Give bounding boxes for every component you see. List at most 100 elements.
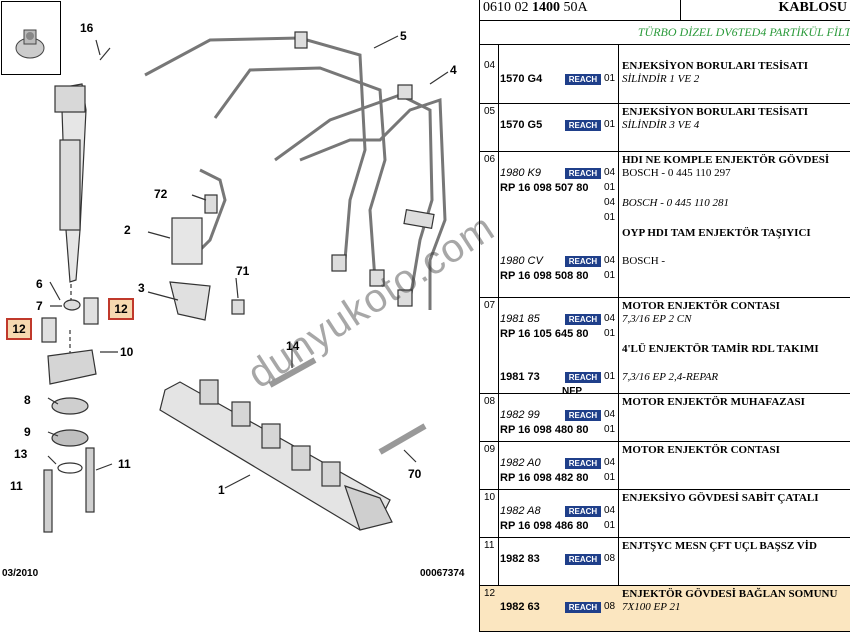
part-code[interactable]: RP 16 098 482 80 — [500, 472, 589, 484]
part-code[interactable]: 1982 99 — [500, 409, 540, 421]
callout-11-left: 11 — [10, 479, 23, 493]
part-code[interactable]: 1981 85 — [500, 313, 540, 325]
callout-70: 70 — [408, 467, 422, 481]
inset-part-71 — [1, 1, 61, 75]
quantity: 01 — [604, 73, 616, 84]
part-code[interactable]: 1982 A8 — [500, 505, 541, 517]
part-code[interactable]: RP 16 098 508 80 — [500, 270, 589, 282]
part-code[interactable]: 1570 G5 — [500, 119, 543, 131]
diagram-code: 00067374 — [420, 568, 465, 579]
part-code[interactable]: RP 16 105 645 80 — [500, 328, 589, 340]
table-row: 05 ENJEKSİYON BORULARI TESİSATI 1570 G5 REA… — [480, 104, 850, 152]
row-number: 09 — [484, 444, 496, 455]
row-number: 10 — [484, 492, 496, 503]
part-description: 7,3/16 EP 2,4-REPAR — [622, 371, 719, 383]
part-description: 7X100 EP 21 — [622, 601, 681, 613]
part-description: BOSCH - 0 445 110 281 — [622, 197, 730, 209]
part-title: 4'LÜ ENJEKTÖR TAMİR RDL TAKIMI — [622, 343, 819, 355]
reach-badge: REACH — [565, 256, 601, 267]
part-title: ENJEKTÖR GÖVDESİ BAĞLAN SOMUNU — [622, 588, 838, 600]
nfp-label: NFP — [562, 386, 582, 397]
part-code[interactable]: 1982 A0 — [500, 457, 541, 469]
reach-badge: REACH — [565, 506, 601, 517]
part-code[interactable]: 1982 63 — [500, 601, 540, 613]
reach-badge: REACH — [565, 602, 601, 613]
quantity: 01 — [604, 520, 616, 531]
callout-1: 1 — [218, 483, 225, 497]
part-code[interactable]: 1570 G4 — [500, 73, 543, 85]
quantity: 01 — [604, 119, 616, 130]
part-code[interactable]: RP 16 098 507 80 — [500, 182, 589, 194]
callout-4: 4 — [450, 63, 457, 77]
callout-5: 5 — [400, 29, 407, 43]
row-number: 07 — [484, 300, 496, 311]
part-code[interactable]: RP 16 098 486 80 — [500, 520, 589, 532]
table-header: 0610 02 1400 50A KABLOSU — [480, 0, 850, 21]
reach-badge: REACH — [565, 120, 601, 131]
callout-8: 8 — [24, 393, 31, 407]
part-title: ENJTŞYC MESN ÇFT UÇL BAŞSZ VİD — [622, 540, 817, 552]
quantity: 04 — [604, 409, 616, 420]
callout-72: 72 — [154, 187, 168, 201]
quantity: 01 — [604, 371, 616, 382]
quantity: 01 — [604, 472, 616, 483]
part-title: MOTOR ENJEKTÖR CONTASI — [622, 444, 780, 456]
part-title: MOTOR ENJEKTÖR CONTASI — [622, 300, 780, 312]
diagram-date: 03/2010 — [2, 568, 39, 579]
part-code[interactable]: 1980 K9 — [500, 167, 541, 179]
subtitle: TÜRBO DİZEL DV6TED4 PARTİKÜL FİLT — [480, 20, 850, 45]
quantity: 04 — [604, 167, 616, 178]
row-number: 11 — [484, 540, 495, 551]
row-number: 04 — [484, 60, 496, 71]
part-code[interactable]: RP 16 098 480 80 — [500, 424, 589, 436]
parts-diagram: 71 16 5 4 72 2 3 71 6 7 10 14 8 9 13 11 … — [10, 5, 457, 533]
quantity: 01 — [604, 270, 616, 281]
part-description: BOSCH - — [622, 255, 666, 267]
part-title: ENJEKSİYON BORULARI TESİSATI — [622, 106, 809, 118]
row-number: 12 — [484, 588, 496, 599]
row-number: 05 — [484, 106, 496, 117]
reach-badge: REACH — [565, 372, 601, 383]
reference-number: 0610 02 1400 50A — [483, 0, 588, 15]
quantity: 01 — [604, 424, 616, 435]
part-title: ENJEKSİYO GÖVDESİ SABİT ÇATALI — [622, 492, 819, 504]
quantity: 01 — [604, 182, 616, 193]
reach-badge: REACH — [565, 168, 601, 179]
quantity: 04 — [604, 313, 616, 324]
part-description: SİLİNDİR 3 VE 4 — [622, 119, 700, 131]
reach-badge: REACH — [565, 314, 601, 325]
part-title: OYP HDI TAM ENJEKTÖR TAŞIYICI — [622, 227, 811, 239]
quantity: 08 — [604, 601, 616, 612]
header-title: KABLOSU — [680, 0, 850, 20]
part-code[interactable]: 1982 83 — [500, 553, 540, 565]
quantity: 01 — [604, 212, 616, 223]
quantity: 04 — [604, 457, 616, 468]
quantity: 04 — [604, 197, 616, 208]
table-row: 12 ENJEKTÖR GÖVDESİ BAĞLAN SOMUNU 1982 63 R… — [480, 586, 850, 632]
callout-16: 16 — [80, 21, 94, 35]
table-row: 10 ENJEKSİYO GÖVDESİ SABİT ÇATALI 1982 A8 R… — [480, 490, 850, 538]
quantity: 04 — [604, 505, 616, 516]
callout-6: 6 — [36, 277, 43, 291]
table-row: 06 HDI NE KOMPLE ENJEKTÖR GÖVDESİ 1980 K9 R… — [480, 152, 850, 298]
reach-badge: REACH — [565, 74, 601, 85]
quantity: 08 — [604, 553, 616, 564]
part-code[interactable]: 1981 73 — [500, 371, 540, 383]
row-number: 06 — [484, 154, 496, 165]
part-title: MOTOR ENJEKTÖR MUHAFAZASI — [622, 396, 805, 408]
callout-9: 9 — [24, 425, 31, 439]
part-title: HDI NE KOMPLE ENJEKTÖR GÖVDESİ — [622, 154, 830, 166]
callout-3: 3 — [138, 281, 145, 295]
part-description: SİLİNDİR 1 VE 2 — [622, 73, 700, 85]
callout-13: 13 — [14, 447, 28, 461]
callout-71: 71 — [236, 264, 250, 278]
callout-12-highlight-right[interactable]: 12 — [108, 298, 134, 320]
row-number: 08 — [484, 396, 496, 407]
callout-12-highlight-left[interactable]: 12 — [6, 318, 32, 340]
callout-14: 14 — [286, 339, 300, 353]
part-code[interactable]: 1980 CV — [500, 255, 543, 267]
